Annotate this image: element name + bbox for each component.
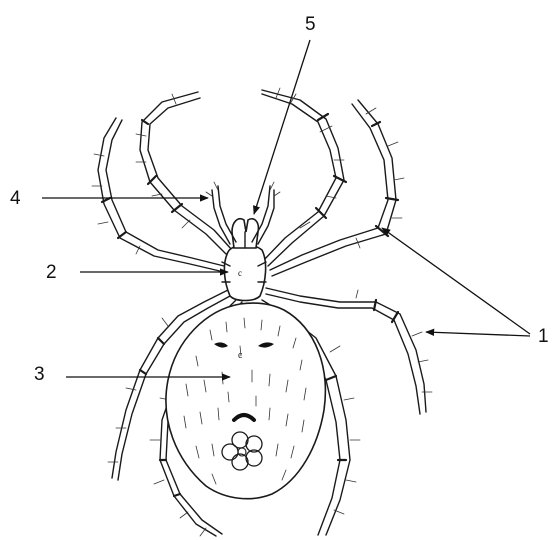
arrow-5: [254, 40, 310, 214]
abdomen: c: [166, 303, 325, 499]
label-1: 1: [538, 326, 549, 347]
svg-text:c: c: [238, 350, 243, 361]
leg-right-2: [270, 100, 396, 276]
label-2: 2: [46, 262, 57, 283]
label-4: 4: [10, 188, 21, 209]
leg-left-1: [140, 92, 232, 254]
label-5: 5: [305, 14, 316, 35]
arrow-1a: [382, 228, 530, 334]
svg-text:c: c: [238, 268, 242, 278]
label-2-group: 2: [46, 262, 228, 283]
cephalothorax: c: [222, 245, 266, 301]
label-3: 3: [34, 364, 45, 385]
chelicerae: [232, 219, 258, 248]
arrow-1b: [426, 332, 530, 336]
leg-right-1: [262, 90, 344, 266]
